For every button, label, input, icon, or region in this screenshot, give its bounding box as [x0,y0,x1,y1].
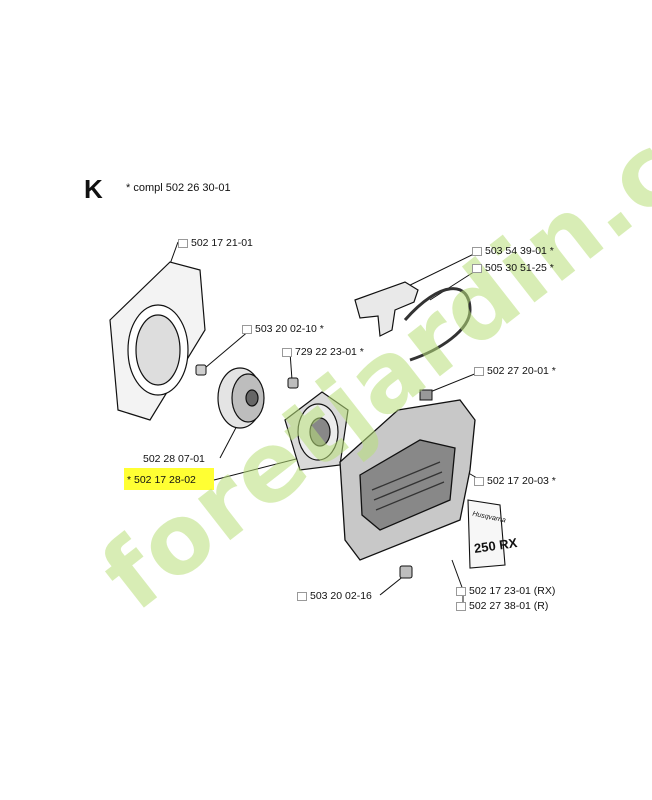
part-number: 505 30 51-25 * [485,262,554,274]
checkbox-icon [474,366,484,376]
part-number: 502 28 07-01 [143,453,205,465]
pulley-part [217,367,265,429]
clip-part [419,389,433,401]
kit-note: * compl 502 26 30-01 [126,182,231,194]
part-number: 502 17 21-01 [191,237,253,249]
starter-cover-part [339,399,476,561]
part-label: 502 17 20-03 * [474,475,556,487]
part-label: 503 20 02-10 * [242,323,324,335]
leader-line [399,250,481,291]
part-number: 503 20 02-10 * [255,323,324,335]
starter-rope [403,287,472,362]
part-label: 729 22 23-01 * [282,346,364,358]
part-label: 502 27 20-01 * [474,365,556,377]
part-label: 503 20 02-16 [297,590,372,602]
decal-part [467,499,506,569]
part-label: 503 54 39-01 * [472,245,554,257]
leader-line [379,574,406,596]
part-label: 502 27 38-01 (R) [456,600,548,612]
part-label: 502 17 21-01 [178,237,253,249]
checkbox-icon [456,601,466,611]
part-number: 729 22 23-01 * [295,346,364,358]
part-label-highlighted: * 502 17 28-02 [127,474,196,486]
checkbox-icon [282,347,292,357]
screw-part [399,565,413,579]
fan-cowl-part [109,261,206,421]
part-label: 502 28 07-01 [143,453,205,465]
part-number: 502 27 20-01 * [487,365,556,377]
checkbox-icon [472,263,482,273]
checkbox-icon [456,586,466,596]
starter-handle-part [354,281,419,337]
part-number: * 502 17 28-02 [127,474,196,486]
checkbox-icon [178,238,188,248]
starter-hub-part [284,391,349,471]
leader-line [451,559,464,591]
part-label: 505 30 51-25 * [472,262,554,274]
part-number: 503 20 02-16 [310,590,372,602]
part-number: 502 27 38-01 (R) [469,600,549,612]
part-number: 502 17 20-03 * [487,475,556,487]
part-number: 502 17 23-01 (RX) [469,585,556,597]
part-number: 503 54 39-01 * [485,245,554,257]
section-letter: K [84,174,103,204]
checkbox-icon [472,246,482,256]
screw-part [287,377,299,389]
part-highlight [124,468,214,490]
leader-line [213,457,301,481]
leader-line [429,267,481,301]
leader-line [204,329,251,369]
checkbox-icon [242,324,252,334]
leader-line [429,370,483,393]
checkbox-icon [297,591,307,601]
checkbox-icon [474,476,484,486]
screw-part [195,364,207,376]
part-label: 502 17 23-01 (RX) [456,585,555,597]
